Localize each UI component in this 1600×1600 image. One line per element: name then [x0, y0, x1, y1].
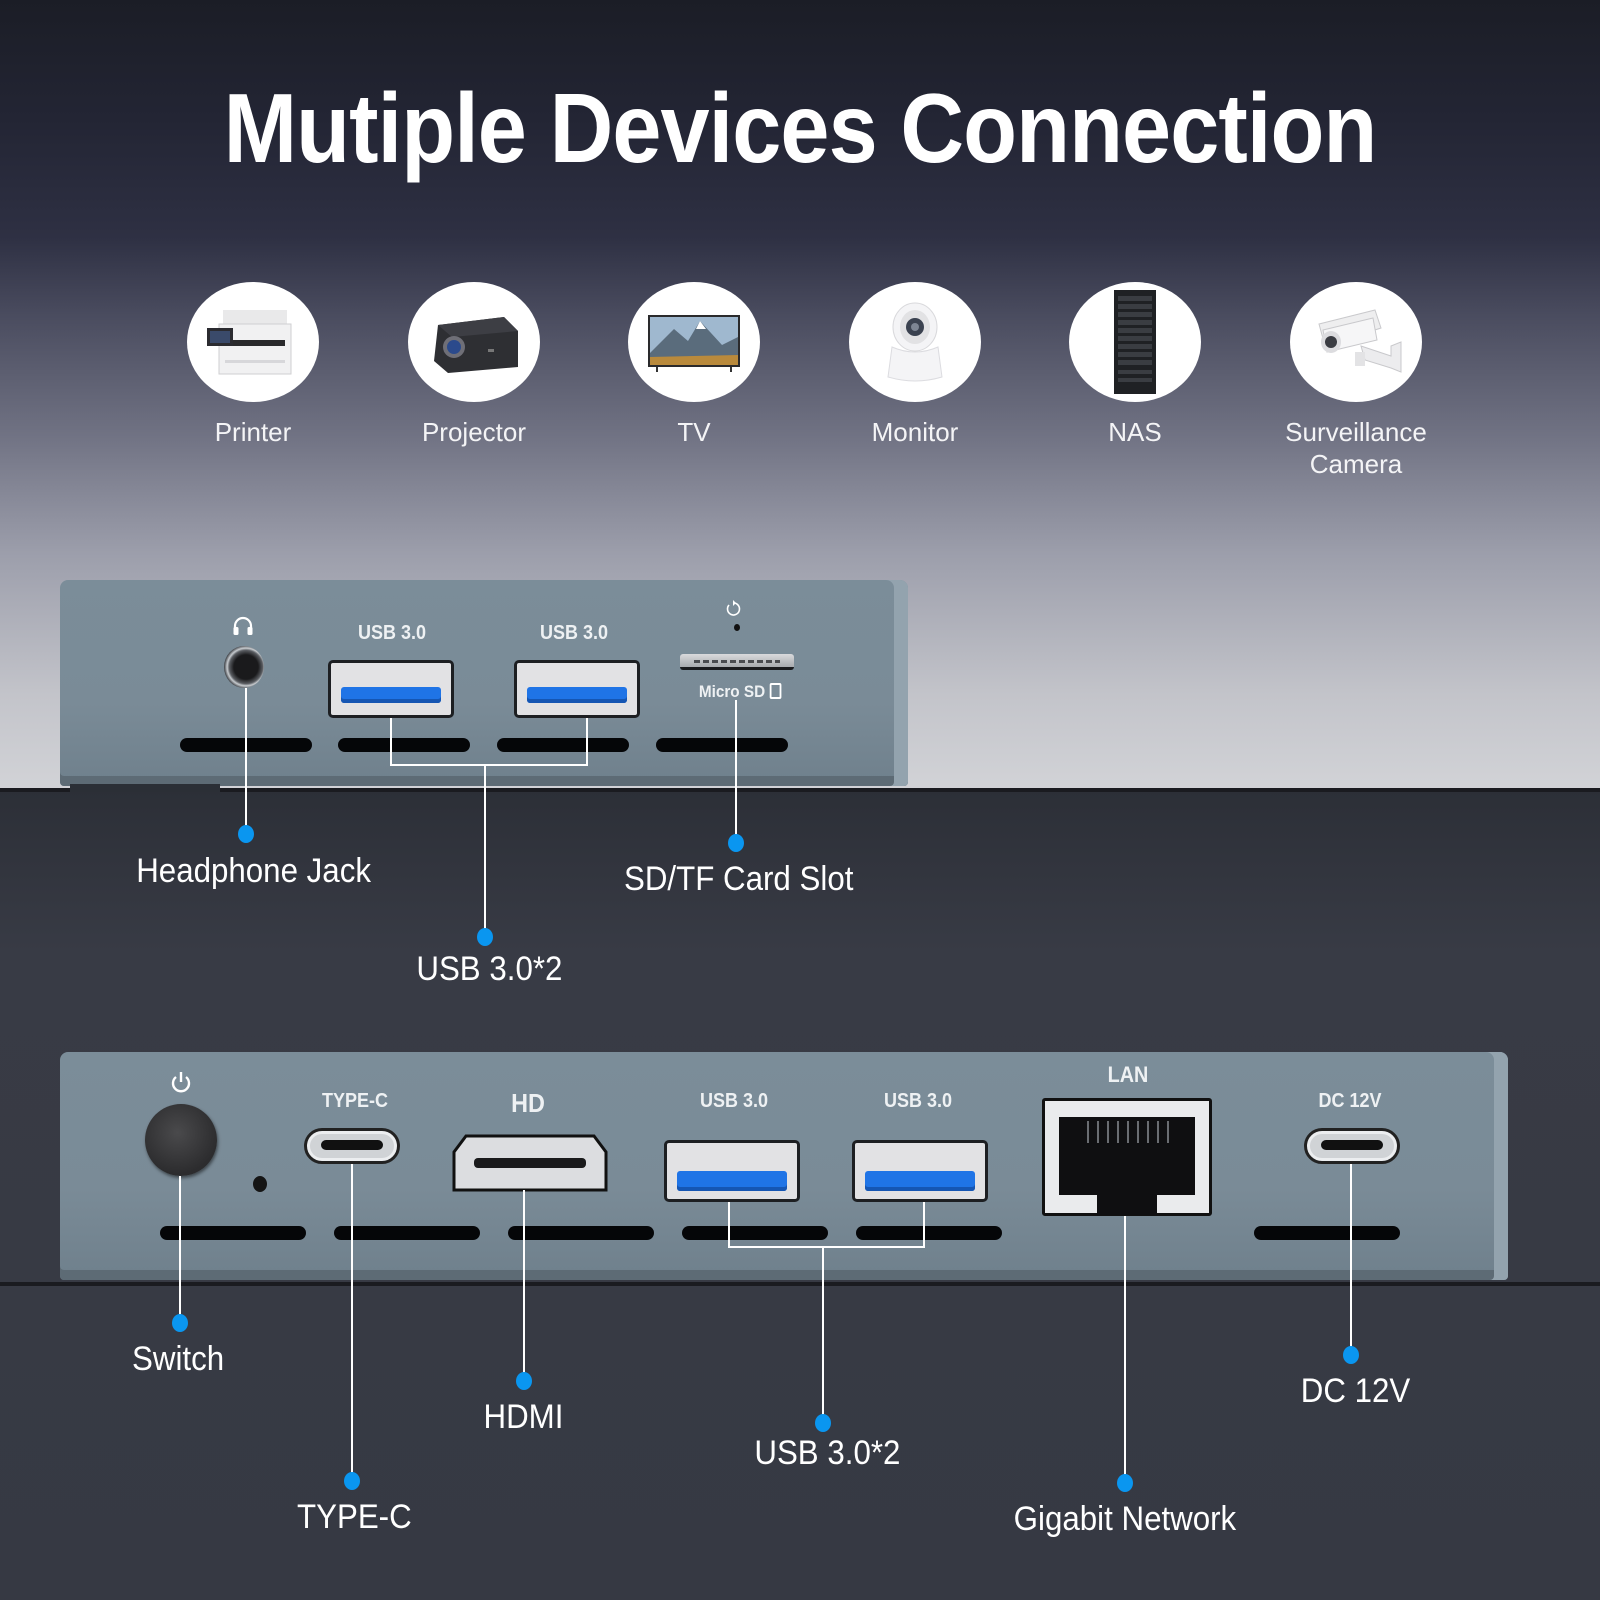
callout-line — [822, 1246, 824, 1422]
power-icon — [171, 1072, 191, 1093]
foot — [70, 784, 220, 792]
vent — [682, 1226, 828, 1240]
port-label-micro-sd: Micro SD — [686, 682, 794, 702]
headphone-jack[interactable] — [224, 646, 264, 688]
callout-headphone-jack: Headphone Jack — [136, 852, 371, 890]
callout-line — [728, 1202, 730, 1248]
vent — [656, 738, 788, 752]
device-label: Surveillance Camera — [1285, 417, 1427, 479]
callout-line — [523, 1190, 525, 1376]
vent — [338, 738, 470, 752]
device-surveillance-camera: Surveillance Camera — [1246, 282, 1466, 480]
device-label: Monitor — [871, 417, 959, 447]
security-camera-dome-icon — [849, 282, 981, 402]
led-indicator — [253, 1176, 267, 1192]
device-nas: NAS — [1025, 282, 1245, 448]
callout-dot — [1117, 1474, 1133, 1492]
callout-line — [245, 688, 247, 830]
callout-gigabit-network: Gigabit Network — [1013, 1500, 1237, 1538]
device-label: Printer — [214, 417, 292, 447]
usb-port[interactable] — [514, 660, 640, 718]
server-rack-icon — [1069, 282, 1201, 402]
callout-line — [179, 1176, 181, 1320]
callout-dc-12v: DC 12V — [1300, 1372, 1411, 1410]
callout-hdmi: HDMI — [483, 1398, 564, 1436]
power-switch-button[interactable] — [145, 1104, 217, 1176]
headphone-icon — [233, 616, 253, 635]
callout-usb-front: USB 3.0*2 — [416, 950, 563, 988]
device-label: NAS — [1108, 417, 1162, 447]
callout-dot — [238, 825, 254, 843]
callout-dot — [172, 1314, 188, 1332]
micro-sd-slot[interactable] — [680, 654, 794, 670]
callout-dot — [728, 834, 744, 852]
vent — [856, 1226, 1002, 1240]
projector-icon — [408, 282, 540, 402]
callout-usb-rear: USB 3.0*2 — [754, 1434, 901, 1472]
callout-line — [390, 764, 588, 766]
callout-switch: Switch — [132, 1340, 225, 1378]
callout-line — [735, 700, 737, 840]
lan-port[interactable] — [1042, 1098, 1212, 1216]
vent — [1254, 1226, 1400, 1240]
reset-hole[interactable] — [734, 624, 740, 631]
vent — [160, 1226, 306, 1240]
device-projector: Projector — [364, 282, 584, 448]
callout-sd-card-slot: SD/TF Card Slot — [623, 860, 854, 898]
callout-dot — [477, 928, 493, 946]
callout-type-c: TYPE-C — [296, 1498, 412, 1536]
device-label: TV — [677, 417, 711, 447]
tv-icon — [628, 282, 760, 402]
callout-line — [1124, 1216, 1126, 1480]
page-title: Mutiple Devices Connection — [223, 73, 1378, 183]
device-label: Projector — [421, 417, 527, 447]
shelf-edge — [0, 788, 1600, 792]
usb-port[interactable] — [664, 1140, 800, 1202]
vent — [497, 738, 629, 752]
usb-port[interactable] — [328, 660, 454, 718]
callout-line — [484, 764, 486, 934]
dc-power-port[interactable] — [1304, 1128, 1400, 1164]
port-label-usb: USB 3.0 — [883, 1090, 953, 1112]
printer-icon — [187, 282, 319, 402]
port-label-usb: USB 3.0 — [357, 622, 427, 644]
shelf-edge — [0, 1282, 1600, 1286]
callout-line — [586, 718, 588, 766]
callout-dot — [815, 1414, 831, 1432]
callout-dot — [516, 1372, 532, 1390]
device-printer: Printer — [143, 282, 363, 448]
vent — [334, 1226, 480, 1240]
device-monitor: Monitor — [805, 282, 1025, 448]
callout-line — [1350, 1164, 1352, 1354]
usb-port[interactable] — [852, 1140, 988, 1202]
hdmi-port[interactable] — [452, 1134, 608, 1194]
port-label-usb: USB 3.0 — [539, 622, 609, 644]
vent — [508, 1226, 654, 1240]
callout-line — [390, 718, 392, 766]
port-label-lan: LAN — [1107, 1062, 1149, 1087]
callout-line — [923, 1202, 925, 1248]
callout-dot — [344, 1472, 360, 1490]
device-tv: TV — [584, 282, 804, 448]
sd-card-icon — [769, 683, 782, 699]
port-label-dc: DC 12V — [1318, 1090, 1382, 1112]
port-label-usb: USB 3.0 — [699, 1090, 769, 1112]
port-label-hd: HD — [511, 1088, 545, 1118]
callout-line — [728, 1246, 925, 1248]
callout-line — [351, 1164, 353, 1480]
reset-icon — [726, 600, 741, 616]
callout-dot — [1343, 1346, 1359, 1364]
surveillance-camera-icon — [1290, 282, 1422, 402]
type-c-port[interactable] — [304, 1128, 400, 1164]
port-label-type-c: TYPE-C — [321, 1090, 389, 1112]
